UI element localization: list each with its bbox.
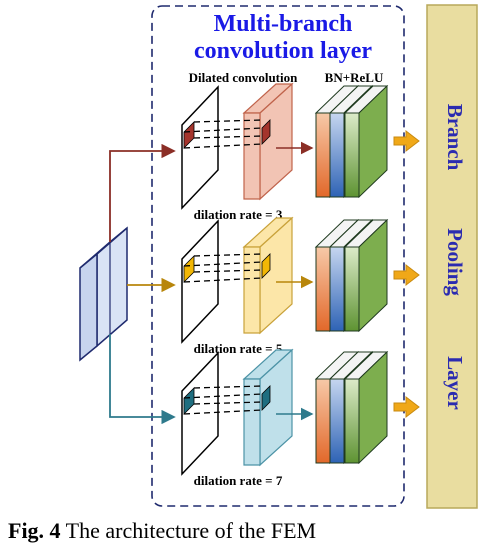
bn-relu-slab-front — [344, 246, 360, 332]
bn-relu-label: BN+ReLU — [325, 70, 384, 85]
pooling-word-2: Pooling — [443, 228, 467, 296]
projection-line — [183, 277, 263, 283]
conv-input-plane — [181, 219, 219, 344]
arrow-to-pooling — [393, 263, 420, 287]
bn-relu-slab-front — [315, 112, 331, 198]
conv-output-block-front — [243, 378, 261, 466]
bn-relu-slab-front — [315, 378, 331, 464]
projection-line — [183, 409, 263, 415]
projection-line — [183, 261, 263, 267]
projection-line — [193, 401, 263, 405]
bn-relu-slab-front — [329, 112, 345, 198]
conv-input-plane — [181, 351, 219, 476]
input-feature-map — [79, 226, 128, 362]
dilation-rate-label: dilation rate = 7 — [194, 473, 283, 488]
module-title-line1: Multi-branch — [214, 11, 353, 37]
route-branch-3 — [109, 334, 176, 425]
branch-1: dilation rate = 3 — [181, 82, 420, 222]
projection-line — [183, 127, 263, 133]
pooling-word-3: Layer — [443, 356, 467, 410]
projection-line — [193, 135, 263, 139]
arrow-to-pooling — [393, 395, 420, 419]
bn-relu-slab-front — [329, 378, 345, 464]
figure-caption-text: The architecture of the FEM — [60, 518, 317, 543]
figure-caption: Fig. 4 The architecture of the FEM — [8, 518, 478, 548]
conv-input-plane — [181, 85, 219, 210]
conv-output-block-front — [243, 246, 261, 334]
branch-2: dilation rate = 5 — [181, 216, 420, 356]
projection-line — [193, 269, 263, 273]
conv-output-block-front — [243, 112, 261, 200]
projection-line — [193, 253, 263, 257]
branch-pooling-layer — [426, 4, 478, 509]
dilation-rate-label: dilation rate = 5 — [194, 341, 283, 356]
pooling-word-1: Branch — [443, 104, 467, 171]
projection-line — [183, 393, 263, 399]
bn-relu-slab-front — [329, 246, 345, 332]
arrow-to-pooling — [393, 129, 420, 153]
dilated-convolution-label: Dilated convolution — [189, 70, 298, 85]
bn-relu-slab-front — [344, 378, 360, 464]
output-cell — [261, 253, 271, 279]
module-dashed-border — [151, 5, 405, 507]
figure-caption-prefix: Fig. 4 — [8, 518, 61, 543]
dilation-rate-label: dilation rate = 3 — [194, 207, 283, 222]
module-title-line2: convolution layer — [194, 38, 372, 64]
branch-3: dilation rate = 7 — [181, 348, 420, 488]
bn-relu-slab-front — [315, 246, 331, 332]
route-branch-1 — [109, 143, 176, 242]
output-cell — [261, 385, 271, 411]
output-cell — [261, 119, 271, 145]
projection-line — [183, 143, 263, 149]
bn-relu-slab-front — [344, 112, 360, 198]
projection-line — [193, 119, 263, 123]
projection-line — [193, 385, 263, 389]
